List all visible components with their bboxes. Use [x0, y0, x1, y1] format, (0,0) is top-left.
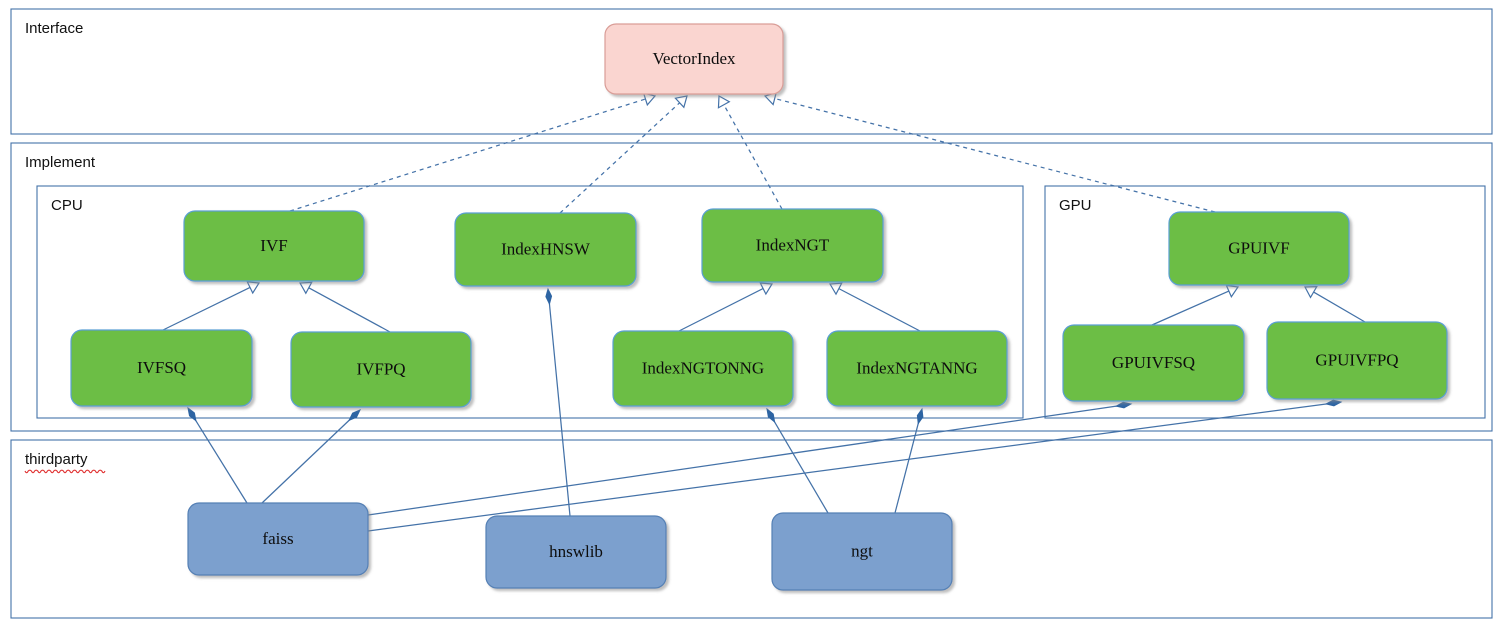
composition-diamond-icon	[916, 407, 924, 425]
node-label-faiss: faiss	[262, 529, 293, 548]
node-label-indexngt: IndexNGT	[756, 235, 830, 254]
edge-line	[194, 419, 248, 504]
node-box-indexngtanng[interactable]	[826, 330, 1008, 407]
node-indexngt[interactable]: IndexNGT	[701, 208, 884, 283]
group-label-interface: Interface	[25, 20, 83, 37]
generalization-arrowhead-icon	[1225, 284, 1240, 298]
composition-diamond-icon	[348, 409, 362, 422]
node-label-vectorindex: VectorIndex	[652, 49, 736, 68]
generalization-arrowhead-icon	[674, 95, 688, 109]
edge-hnswlib-indexhnsw	[545, 287, 571, 517]
edge-ngtonng-indexngt	[678, 282, 774, 332]
node-vectorindex[interactable]: VectorIndex	[604, 23, 784, 95]
edge-ngt-ngtanng	[894, 407, 924, 514]
generalization-arrowhead-icon	[1304, 286, 1318, 299]
node-gpuivfpq[interactable]: GPUIVFPQ	[1266, 321, 1448, 400]
generalization-arrowhead-icon	[717, 95, 731, 109]
node-label-ivf: IVF	[260, 236, 287, 255]
edge-line	[838, 288, 921, 332]
edge-line	[678, 287, 764, 332]
node-ivf[interactable]: IVF	[183, 210, 365, 282]
edge-faiss-gpuivfpq	[367, 399, 1343, 532]
edge-line	[367, 403, 1328, 532]
generalization-arrowhead-icon	[246, 281, 261, 295]
edge-ngtanng-indexngt	[828, 282, 921, 332]
node-indexngtonng[interactable]: IndexNGTONNG	[612, 330, 794, 407]
edge-line	[774, 97, 1216, 213]
node-label-indexngtonng: IndexNGTONNG	[642, 358, 764, 377]
node-box-vectorindex[interactable]	[604, 23, 784, 95]
node-box-gpuivf[interactable]	[1168, 211, 1350, 286]
composition-diamond-icon	[545, 287, 553, 306]
edge-line	[723, 104, 783, 210]
relationship-edges	[162, 91, 1366, 532]
node-ivfpq[interactable]: IVFPQ	[290, 331, 472, 408]
group-label-gpu: GPU	[1059, 197, 1092, 214]
composition-diamond-icon	[187, 406, 197, 422]
generalization-arrowhead-icon	[298, 281, 313, 295]
edge-line	[1313, 291, 1366, 323]
node-box-ivfpq[interactable]	[290, 331, 472, 408]
node-label-hnswlib: hnswlib	[549, 542, 603, 561]
group-label-thirdparty: thirdparty	[25, 451, 88, 468]
node-box-ivf[interactable]	[183, 210, 365, 282]
node-box-indexngt[interactable]	[701, 208, 884, 283]
node-ngt[interactable]: ngt	[771, 512, 953, 591]
node-gpuivfsq[interactable]: GPUIVFSQ	[1062, 324, 1245, 402]
node-gpuivf[interactable]: GPUIVF	[1168, 211, 1350, 286]
node-box-faiss[interactable]	[187, 502, 369, 576]
node-indexhnsw[interactable]: IndexHNSW	[454, 212, 637, 287]
edge-line	[261, 419, 351, 504]
edge-line	[162, 286, 251, 331]
edge-ngt-ngtonng	[766, 407, 829, 514]
spellcheck-underline-icon	[24, 469, 106, 474]
edge-faiss-ivfpq	[261, 409, 362, 504]
node-box-gpuivfsq[interactable]	[1062, 324, 1245, 402]
group-label-implement: Implement	[25, 154, 96, 171]
node-label-gpuivfsq: GPUIVFSQ	[1112, 353, 1195, 372]
edge-gpuivfsq-gpuivf	[1151, 284, 1240, 326]
composition-diamond-icon	[1324, 399, 1343, 407]
node-label-ivfpq: IVFPQ	[356, 359, 405, 378]
edge-indexngt-vectorindex	[717, 95, 783, 210]
edge-ivfpq-ivf	[298, 281, 391, 333]
edge-faiss-gpuivfsq	[367, 401, 1133, 516]
node-box-ivfsq[interactable]	[70, 329, 253, 407]
edge-indexhnsw-vectorindex	[559, 95, 688, 214]
edge-line	[548, 302, 571, 517]
composition-diamond-icon	[1114, 401, 1133, 409]
node-label-ivfsq: IVFSQ	[137, 358, 186, 377]
generalization-arrowhead-icon	[759, 282, 774, 296]
edge-line	[773, 420, 829, 514]
node-label-ngt: ngt	[851, 541, 873, 560]
edge-line	[367, 405, 1118, 516]
edge-line	[894, 422, 920, 514]
node-label-indexngtanng: IndexNGTANNG	[856, 358, 977, 377]
edge-gpuivfpq-gpuivf	[1304, 286, 1366, 323]
edge-line	[289, 98, 646, 212]
node-box-hnswlib[interactable]	[485, 515, 667, 589]
edge-line	[559, 102, 681, 214]
edge-line	[308, 287, 391, 333]
node-box-ngt[interactable]	[771, 512, 953, 591]
node-box-indexhnsw[interactable]	[454, 212, 637, 287]
node-ivfsq[interactable]: IVFSQ	[70, 329, 253, 407]
node-label-gpuivf: GPUIVF	[1228, 238, 1289, 257]
node-label-gpuivfpq: GPUIVFPQ	[1315, 350, 1398, 369]
node-box-gpuivfpq[interactable]	[1266, 321, 1448, 400]
node-box-indexngtonng[interactable]	[612, 330, 794, 407]
edge-line	[1151, 290, 1230, 326]
composition-diamond-icon	[766, 407, 776, 424]
group-label-cpu: CPU	[51, 197, 83, 214]
node-hnswlib[interactable]: hnswlib	[485, 515, 667, 589]
edge-ivfsq-ivf	[162, 281, 261, 331]
edge-faiss-ivfsq	[187, 406, 248, 504]
node-indexngtanng[interactable]: IndexNGTANNG	[826, 330, 1008, 407]
generalization-arrowhead-icon	[828, 282, 843, 296]
node-label-indexhnsw: IndexHNSW	[501, 239, 591, 258]
node-faiss[interactable]: faiss	[187, 502, 369, 576]
